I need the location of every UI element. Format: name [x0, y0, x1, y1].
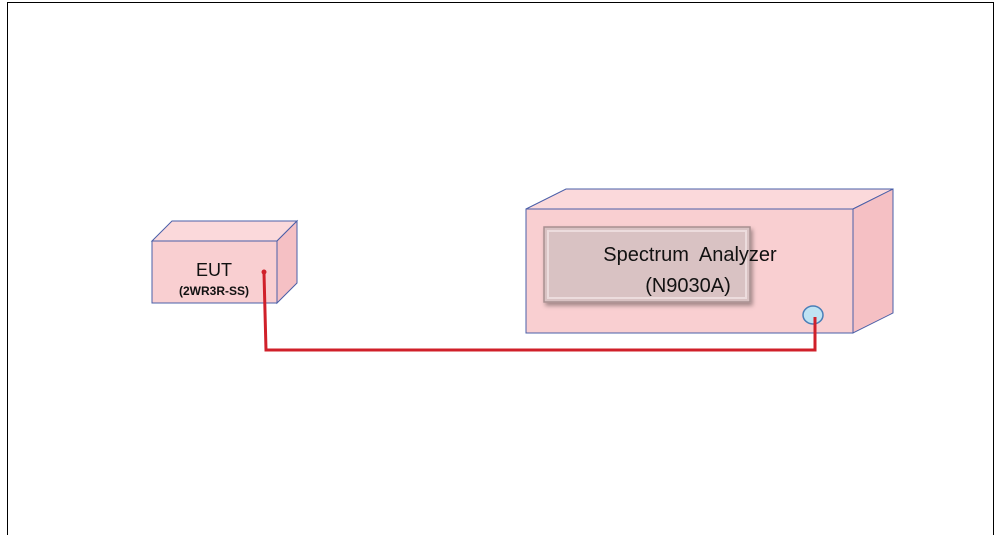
spectrum-analyzer-box: Spectrum Analyzer (N9030A)	[525, 188, 894, 334]
analyzer-rf-input-port	[802, 305, 824, 325]
diagram-frame	[7, 2, 994, 535]
eut-box-top	[150, 220, 299, 242]
eut-model: (2WR3R-SS)	[179, 284, 249, 298]
analyzer-label-line2: (N9030A)	[645, 275, 731, 297]
analyzer-box-side	[852, 188, 894, 334]
rf-cable	[262, 272, 817, 352]
eut-antenna-port	[261, 269, 267, 275]
eut-box-front	[151, 240, 278, 304]
analyzer-label-line1: Spectrum Analyzer	[603, 244, 777, 266]
analyzer-box-top	[525, 188, 894, 210]
analyzer-display-bevel	[547, 230, 747, 299]
analyzer-display-panel	[543, 226, 751, 303]
eut-title: EUT	[196, 260, 232, 280]
eut-box: EUT (2WR3R-SS)	[150, 219, 299, 305]
